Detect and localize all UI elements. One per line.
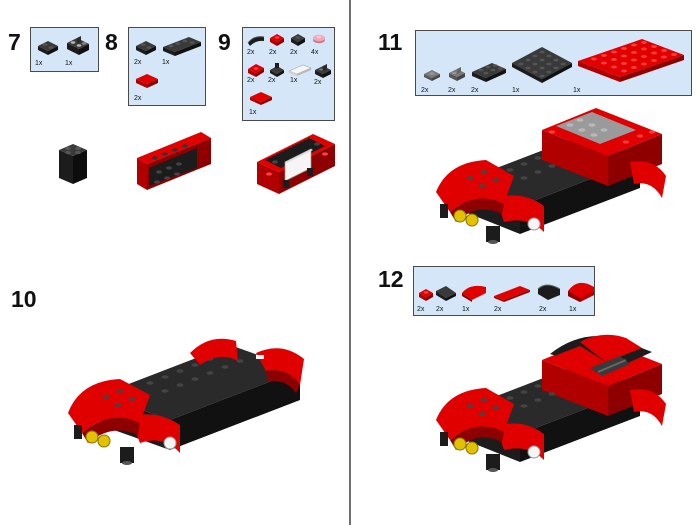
- qty-label: 2x: [247, 77, 255, 84]
- step-10-car-chassis-assembly: [68, 338, 304, 465]
- red-tile-2x2-icon: [250, 92, 272, 105]
- red-curved-slope-large-icon: [568, 282, 594, 302]
- qty-label: 1x: [290, 77, 298, 84]
- step-number-7: 7: [8, 29, 21, 55]
- black-plate-1x4-icon: [163, 37, 201, 56]
- red-tile-1x4-icon: [494, 286, 530, 302]
- red-plate-1x1-icon: [419, 289, 433, 301]
- qty-label: 1x: [35, 60, 43, 67]
- qty-label: 1x: [162, 59, 170, 66]
- black-plate-4x4-icon: [512, 47, 572, 83]
- qty-label: 2x: [290, 49, 298, 56]
- black-slope-icon: [436, 286, 456, 301]
- dark-gray-bracket-icon: [449, 67, 465, 81]
- step-11-car-assembly: [436, 108, 666, 244]
- red-tile-2x2-icon: [136, 74, 158, 88]
- red-plate-4x6-icon: [578, 39, 684, 82]
- qty-label: 2x: [268, 77, 276, 84]
- step-number-8: 8: [105, 29, 118, 55]
- qty-label: 4x: [311, 49, 319, 56]
- step-7-assembly-black-brick: [59, 144, 87, 184]
- qty-label: 1x: [569, 306, 577, 313]
- qty-label: 1x: [65, 60, 73, 67]
- qty-label: 1x: [462, 306, 470, 313]
- step-number-11: 11: [378, 29, 403, 55]
- step-number-9: 9: [218, 29, 231, 55]
- qty-label: 2x: [314, 79, 322, 86]
- black-plate-1x1-icon: [291, 34, 305, 46]
- black-bracket-icon: [67, 36, 89, 55]
- step-12-car-assembly: [436, 334, 666, 472]
- qty-label: 2x: [134, 59, 142, 66]
- pink-round-plate-icon: [313, 34, 325, 44]
- qty-label: 2x: [539, 306, 547, 313]
- parts-callout-step-12: 2x 2x 1x 2x 2x 1x: [413, 266, 595, 316]
- parts-callout-step-8: 2x 1x 2x: [128, 27, 206, 106]
- parts-callout-step-9: 2x 2x 2x 4x 2x 2x 1x 2x 1x: [242, 27, 335, 121]
- qty-label: 2x: [269, 49, 277, 56]
- qty-label: 2x: [494, 306, 502, 313]
- red-curved-slope-icon: [462, 285, 486, 302]
- parts-callout-step-11: 2x 2x 2x 1x 1x: [415, 30, 692, 96]
- red-wedge-icon: [248, 64, 264, 77]
- qty-label: 2x: [471, 87, 479, 94]
- step-number-12: 12: [378, 266, 404, 292]
- parts-callout-step-7: 1x 1x: [30, 27, 99, 72]
- black-curved-slope-icon: [537, 284, 561, 300]
- qty-label: 2x: [448, 87, 456, 94]
- qty-label: 1x: [512, 87, 520, 94]
- step-number-10: 10: [11, 286, 37, 312]
- red-plate-1x1-icon: [270, 34, 284, 46]
- black-plate-2x3-icon: [472, 63, 506, 82]
- step-8-assembly-red-frame: [137, 132, 211, 190]
- dark-gray-jumper-icon: [424, 70, 440, 81]
- page-divider: [349, 0, 351, 525]
- step-9-assembly-red-frame: [257, 134, 335, 194]
- qty-label: 2x: [247, 49, 255, 56]
- black-curved-slope-icon: [247, 36, 265, 46]
- black-plate-1x2-icon: [136, 41, 156, 55]
- white-tile-1x3-icon: [288, 64, 312, 76]
- black-bracket-icon: [315, 64, 331, 78]
- qty-label: 2x: [134, 95, 142, 102]
- black-clip-icon: [270, 63, 284, 77]
- black-plate-1x2-icon: [38, 41, 58, 55]
- qty-label: 2x: [417, 306, 425, 313]
- qty-label: 2x: [436, 306, 444, 313]
- qty-label: 1x: [249, 109, 257, 116]
- qty-label: 1x: [573, 87, 581, 94]
- qty-label: 2x: [421, 87, 429, 94]
